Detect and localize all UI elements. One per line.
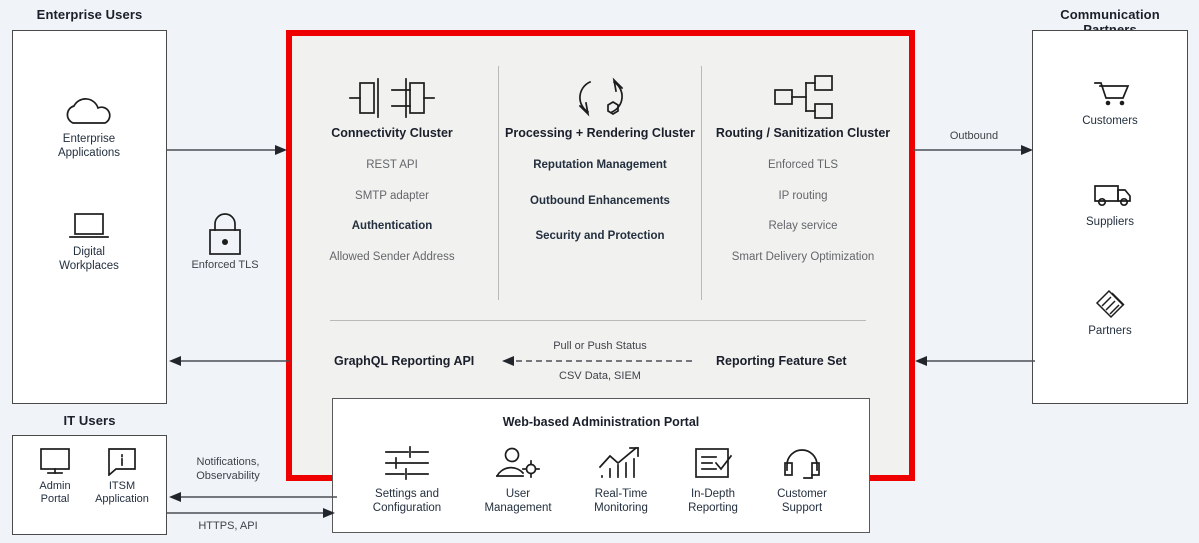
actor-label: Admin Portal [39, 480, 71, 506]
it-users-caption: IT Users [63, 413, 116, 428]
padlock-icon [188, 210, 262, 256]
portal-item-customer-support[interactable]: Customer Support [747, 443, 857, 515]
laptop-icon [29, 208, 149, 242]
cluster-item[interactable]: IP routing [778, 189, 828, 202]
shopping-cart-icon [1050, 75, 1170, 111]
portal-item-label: In-Depth Reporting [688, 488, 738, 514]
cluster-processing-rendering[interactable]: Processing + Rendering Cluster Reputatio… [500, 70, 700, 243]
actor-admin-portal[interactable]: Admin Portal [0, 444, 115, 506]
enforced-tls-connector: Enforced TLS [188, 210, 262, 271]
chart-trend-icon [566, 443, 676, 483]
cluster-item[interactable]: Allowed Sender Address [329, 250, 455, 263]
enterprise-users-caption: Enterprise Users [36, 7, 143, 22]
actor-label: Enterprise Applications [57, 133, 120, 159]
cluster-divider-2 [701, 66, 702, 300]
cluster-item[interactable]: Smart Delivery Optimization [731, 250, 875, 263]
actor-partners[interactable]: Partners [1050, 285, 1170, 339]
enforced-tls-label: Enforced TLS [191, 259, 259, 271]
cluster-item[interactable]: Enforced TLS [767, 159, 839, 171]
process-render-icon [500, 70, 700, 126]
admin-portal-title: Web-based Administration Portal [502, 415, 700, 429]
portal-item-settings-and-configuration[interactable]: Settings and Configuration [352, 443, 462, 515]
monitor-icon [0, 444, 115, 476]
cluster-title: Connectivity Cluster [331, 126, 453, 140]
actor-itsm-application[interactable]: ITSM Application [62, 444, 182, 506]
cluster-title: Processing + Rendering Cluster [505, 126, 695, 140]
handshake-icon [1050, 285, 1170, 321]
actor-label: Partners [1088, 325, 1132, 337]
cluster-title: Routing / Sanitization Cluster [715, 126, 891, 140]
cluster-routing-sanitization[interactable]: Routing / Sanitization Cluster Enforced … [703, 70, 903, 263]
headset-icon [747, 443, 857, 483]
actor-enterprise-applications[interactable]: Enterprise Applications [29, 95, 149, 161]
https-api-label: HTTPS, API [198, 520, 258, 532]
portal-item-label: Real-Time Monitoring [594, 488, 648, 514]
csv-data-siem-label: CSV Data, SIEM [559, 370, 641, 382]
sliders-icon [352, 443, 462, 483]
cluster-connectivity[interactable]: Connectivity Cluster REST API SMTP adapt… [292, 70, 492, 263]
info-bubble-icon [62, 444, 182, 476]
user-gear-icon [463, 443, 573, 483]
arrow-platform-to-enterprise [169, 356, 289, 366]
portal-item-label: Settings and Configuration [372, 488, 442, 514]
routing-tree-icon [703, 70, 903, 126]
actor-label: Customers [1082, 115, 1138, 127]
cluster-item[interactable]: Outbound Enhancements [530, 194, 670, 207]
cluster-item[interactable]: Security and Protection [535, 230, 665, 242]
arrow-platform-to-it-users [169, 492, 337, 502]
actor-digital-workplaces[interactable]: Digital Workplaces [29, 208, 149, 274]
cloud-icon [29, 95, 149, 129]
notifications-observability-label: Notifications, Observability [196, 456, 260, 482]
cluster-item[interactable]: Authentication [351, 220, 433, 232]
portal-item-user-management[interactable]: User Management [463, 443, 573, 515]
portal-item-label: User Management [484, 488, 552, 514]
enterprise-users-box [12, 30, 167, 404]
actor-label: Suppliers [1086, 216, 1134, 228]
actor-customers[interactable]: Customers [1050, 75, 1170, 129]
reporting-feature-set-label[interactable]: Reporting Feature Set [716, 354, 847, 368]
report-check-icon [658, 443, 768, 483]
arrow-enterprise-to-platform [167, 145, 287, 155]
actor-suppliers[interactable]: Suppliers [1050, 178, 1170, 230]
graphql-reporting-api-label[interactable]: GraphQL Reporting API [334, 354, 475, 368]
cluster-item[interactable]: Reputation Management [533, 159, 667, 171]
communication-partners-box [1032, 30, 1188, 404]
cluster-item[interactable]: REST API [366, 159, 418, 171]
connector-plug-icon [292, 70, 492, 126]
outbound-label: Outbound [949, 130, 999, 142]
cluster-item[interactable]: Relay service [768, 220, 838, 232]
reporting-divider [330, 320, 866, 321]
actor-label: ITSM Application [95, 480, 149, 506]
portal-item-in-depth-reporting[interactable]: In-Depth Reporting [658, 443, 768, 515]
cluster-item[interactable]: SMTP adapter [355, 189, 429, 202]
arrow-it-users-to-platform [167, 508, 335, 518]
reporting-dashed-arrow [502, 356, 696, 366]
arrow-platform-to-partners [913, 145, 1033, 155]
pull-or-push-status-label: Pull or Push Status [553, 340, 647, 352]
portal-item-real-time-monitoring[interactable]: Real-Time Monitoring [566, 443, 676, 515]
actor-label: Digital Workplaces [59, 246, 119, 272]
arrow-partners-to-platform [915, 356, 1035, 366]
cluster-divider-1 [498, 66, 499, 300]
delivery-truck-icon [1050, 178, 1170, 212]
portal-item-label: Customer Support [777, 488, 827, 514]
it-users-box [12, 435, 167, 535]
